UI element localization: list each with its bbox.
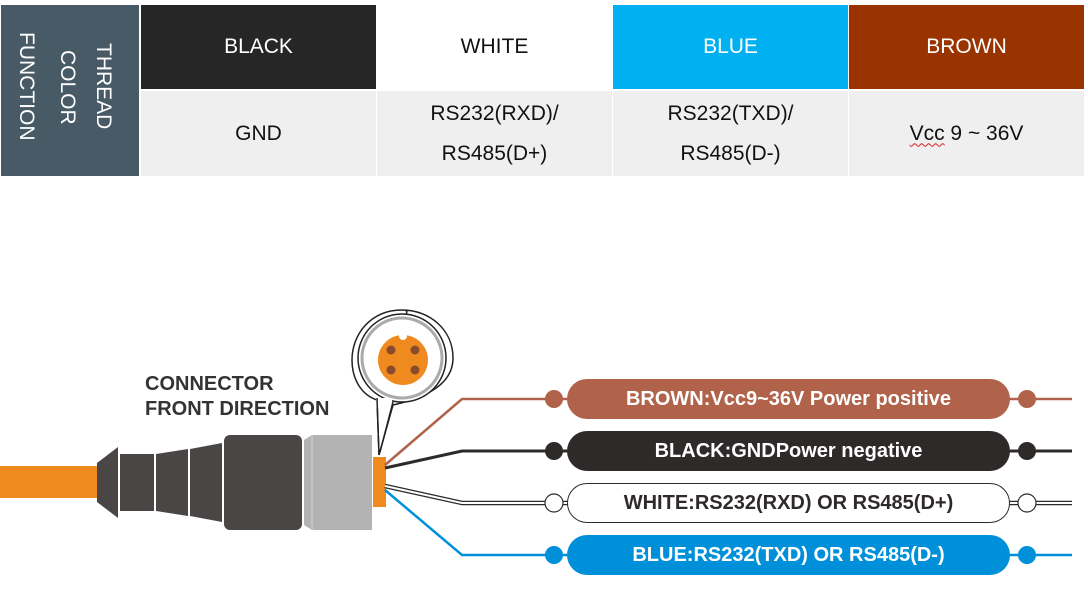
pin (386, 365, 396, 375)
wire-label-brown: BROWN:Vcc9~36V Power positive (567, 379, 1010, 419)
connector-body (224, 435, 302, 530)
coupling-nut (304, 435, 372, 530)
function-cell-blue: RS232(TXD)/ RS485(D-) (613, 91, 848, 176)
function-cell-black: GND (141, 91, 376, 176)
strain-relief-segment (120, 454, 154, 511)
wire-label-white: WHITE:RS232(RXD) OR RS485(D+) (567, 483, 1010, 523)
wire-label-blue: BLUE:RS232(TXD) OR RS485(D-) (567, 535, 1010, 575)
wire-dot-blue-right (1018, 546, 1036, 564)
color-cell-brown: BROWN (849, 5, 1084, 89)
pin (410, 365, 420, 375)
function-text: GND (235, 121, 282, 145)
pin-callout (351, 309, 454, 456)
key-notch (399, 332, 407, 340)
function-text-line1: RS232(RXD)/ (430, 101, 559, 125)
function-text-line2: RS485(D-) (680, 141, 781, 165)
pin (386, 345, 396, 355)
connector-label-line1: CONNECTOR (145, 373, 274, 395)
pin-face (378, 335, 428, 385)
strain-relief-tip (97, 447, 118, 518)
strain-relief-segment (190, 443, 222, 522)
connector-label-line2: FRONT DIRECTION (145, 398, 330, 420)
function-text-line2: RS485(D+) (441, 141, 548, 165)
orange-cable (0, 466, 100, 498)
wire-dot-brown-right (1018, 390, 1036, 408)
function-text-vcc: Vcc (909, 121, 945, 145)
table-row-header: THREAD COLOR FUNCTION (1, 5, 139, 176)
pin (410, 345, 420, 355)
function-text-line1: RS232(TXD)/ (667, 101, 794, 125)
wire-color-table: THREAD COLOR FUNCTION BLACK WHITE BLUE B… (1, 5, 1084, 176)
color-cell-blue: BLUE (613, 5, 848, 89)
wire-dot-black-right (1018, 442, 1036, 460)
wire-dot-white-left (544, 493, 564, 513)
wire-dot-black-left (545, 442, 563, 460)
color-cell-white: WHITE (377, 5, 612, 89)
wire-dot-brown-left (545, 390, 563, 408)
function-cell-white: RS232(RXD)/ RS485(D+) (377, 91, 612, 176)
color-cell-black: BLACK (141, 5, 376, 89)
wire-label-black: BLACK:GNDPower negative (567, 431, 1010, 471)
function-text-voltage: 9 ~ 36V (944, 121, 1024, 145)
wire-dot-blue-left (545, 546, 563, 564)
connector-label: CONNECTOR FRONT DIRECTION (145, 372, 329, 422)
strain-relief-segment (156, 449, 188, 516)
wire-dot-white-right (1017, 493, 1037, 513)
function-cell-brown: Vcc 9 ~ 36V (849, 91, 1084, 176)
connector-tip (373, 457, 386, 507)
